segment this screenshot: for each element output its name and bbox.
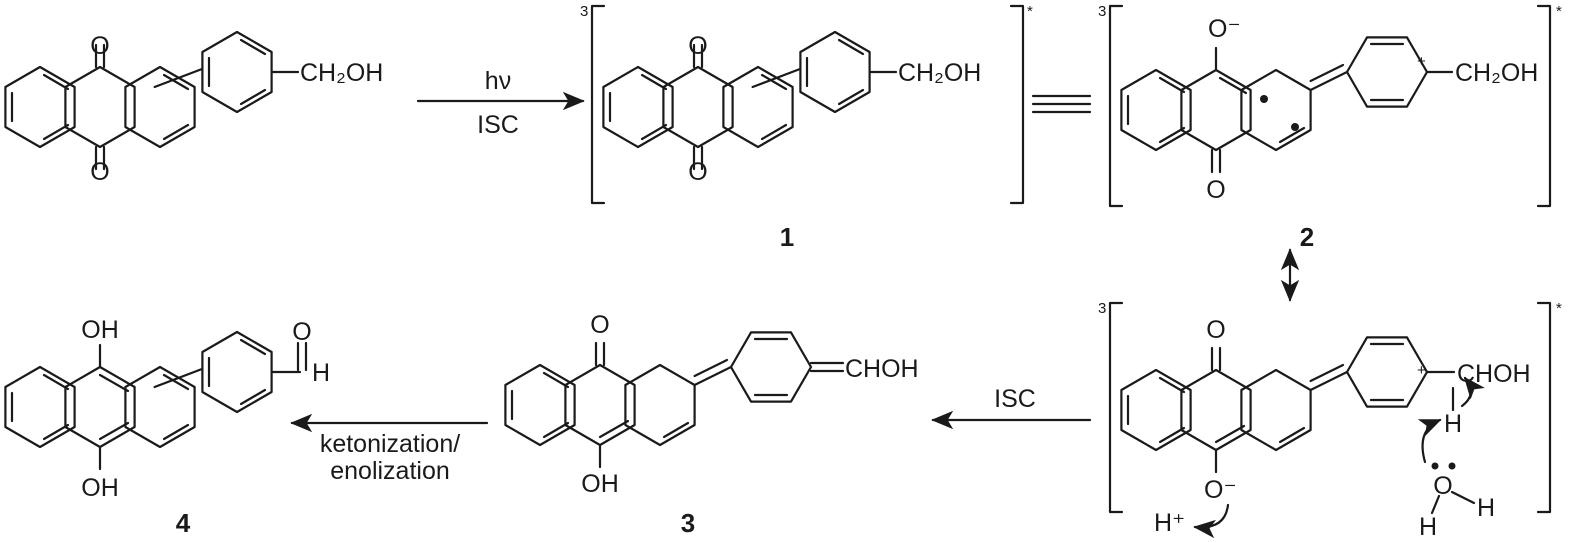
keto-label-line1: ketonization/ [320, 430, 460, 458]
c1-oxygen-top: O [688, 32, 707, 60]
compound-label-1: 1 [780, 222, 794, 252]
zw-benzylic-h: H [1444, 410, 1462, 438]
compound-label-3: 3 [681, 508, 695, 538]
zw-cation-plus: + [1417, 362, 1426, 379]
triplet-mark-3: 3 [1098, 300, 1106, 317]
lone-pair-dot-1 [1431, 462, 1439, 470]
water-h-left: H [1419, 513, 1437, 541]
zw-oxide: O⁻ [1204, 476, 1237, 504]
keto-label-line2: enolization [330, 457, 450, 485]
hv-label: hν [485, 67, 511, 95]
c4-aldehyde-oxygen: O [292, 318, 311, 346]
c2-oxide: O⁻ [1208, 15, 1241, 43]
sm-oxygen-bottom: O [90, 158, 109, 186]
compound-3: CHOH O OH 3 [504, 311, 919, 538]
water-h-right: H [1477, 494, 1495, 522]
c4-oh-top: OH [81, 316, 119, 344]
c3-oh: OH [581, 470, 619, 498]
c1-ch2oh: CH₂OH [898, 59, 981, 87]
compound-4: O H OH OH 4 [4, 316, 330, 538]
zwitterion-intermediate: 3 * + CHOH O O⁻ H O H H [1098, 300, 1562, 541]
isc-arrow: ISC [931, 385, 1092, 430]
c2-cation-plus: + [1417, 53, 1426, 70]
c4-aldehyde-h: H [312, 359, 330, 387]
curly-arrow-proton [1417, 418, 1442, 464]
excited-mark-3: * [1556, 300, 1562, 317]
c1-oxygen-bottom: O [688, 158, 707, 186]
excitation-arrow: hν ISC [416, 67, 585, 139]
c2-ch2oh: CH₂OH [1455, 59, 1538, 87]
sm-ch2oh: CH₂OH [300, 59, 383, 87]
isc-bottom-label: ISC [994, 385, 1036, 413]
triplet-mark-1: 3 [580, 3, 588, 20]
isc-top-label: ISC [477, 111, 519, 139]
water-oxygen: O [1433, 472, 1452, 500]
equivalence-sign [1031, 94, 1092, 114]
excited-mark-1: * [1027, 3, 1033, 20]
triplet-mark-2: 3 [1098, 3, 1106, 20]
radical-dot-1 [1260, 95, 1268, 103]
compound-label-2: 2 [1300, 222, 1314, 252]
compound-label-4: 4 [176, 508, 191, 538]
curly-arrow-hydride [1460, 376, 1485, 408]
excited-mark-2: * [1556, 3, 1562, 20]
compound-2: 3 * + CH₂OH O⁻ O 2 [1098, 3, 1562, 252]
starting-material: O O CH₂OH [4, 30, 383, 186]
c2-oxygen-bottom: O [1206, 176, 1225, 204]
zw-oxygen-top: O [1206, 316, 1225, 344]
c3-oxygen-top: O [590, 311, 609, 339]
compound-1: 3 * O O CH₂OH 1 [580, 3, 1033, 252]
tautomerization-arrow: ketonization/ enolization [290, 413, 489, 485]
c4-oh-bottom: OH [81, 474, 119, 502]
radical-dot-2 [1291, 123, 1299, 131]
curly-arrow-deprotonation [1193, 503, 1230, 539]
lone-pair-dot-2 [1448, 462, 1456, 470]
released-proton: H⁺ [1154, 509, 1185, 537]
sm-oxygen-top: O [90, 32, 109, 60]
c3-chohr: CHOH [845, 355, 919, 383]
